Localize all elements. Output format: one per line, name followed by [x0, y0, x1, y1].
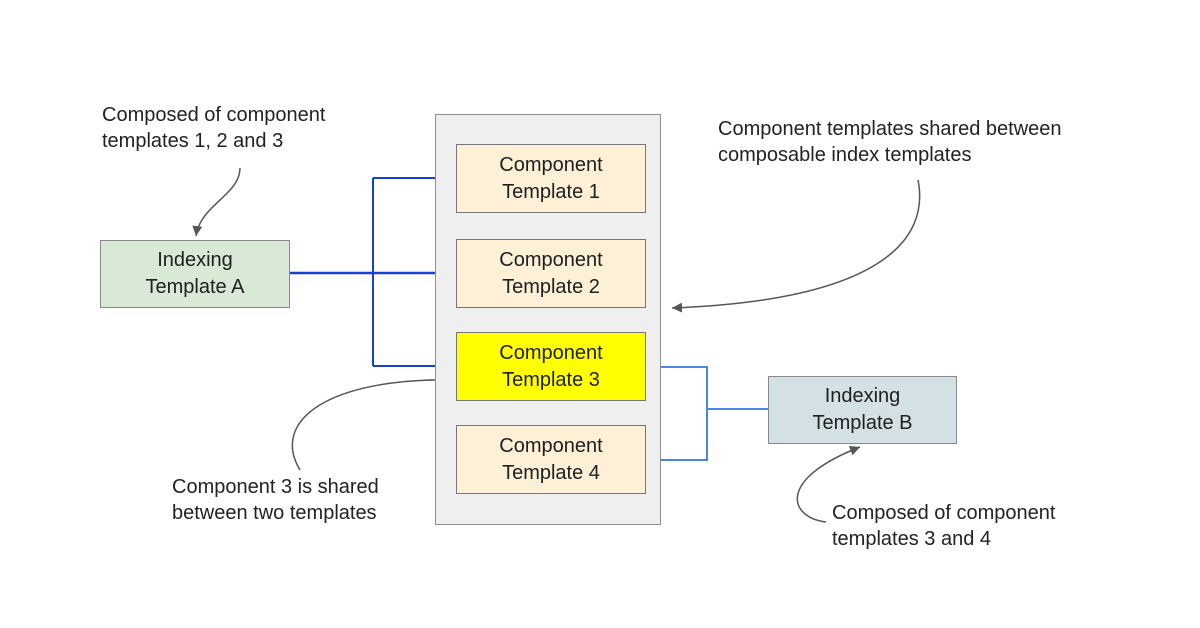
note-component-3-line2: between two templates	[172, 502, 377, 524]
note-shared-components-line1: Component templates shared between	[718, 118, 1062, 140]
annotation-arrow-component-3	[291, 374, 453, 471]
component-template-1[interactable]: Component Template 1	[456, 144, 646, 213]
bracket-components-3-4	[646, 366, 708, 461]
note-template-b: Composed of component templates 3 and 4	[832, 500, 1055, 552]
note-component-3-line1: Component 3 is shared	[172, 476, 379, 498]
component-template-1-line1: Component	[499, 153, 603, 176]
template-a-connectors	[290, 174, 448, 370]
indexing-template-b-line2: Template B	[812, 412, 913, 434]
note-template-a: Composed of component templates 1, 2 and…	[102, 102, 325, 154]
component-template-2-line1: Component	[499, 248, 603, 271]
indexing-template-a-line2: Template A	[145, 276, 245, 298]
indexing-template-a[interactable]: Indexing Template A	[100, 240, 290, 308]
indexing-template-b-line1: Indexing	[824, 385, 901, 407]
note-template-b-line2: templates 3 and 4	[832, 528, 991, 550]
component-template-3-line1: Component	[499, 341, 603, 364]
note-template-a-line1: Composed of component	[102, 104, 326, 126]
component-template-3-line2: Template 3	[502, 368, 600, 391]
component-template-2[interactable]: Component Template 2	[456, 239, 646, 308]
component-template-3[interactable]: Component Template 3	[456, 332, 646, 401]
indexing-template-a-line1: Indexing	[157, 249, 233, 271]
note-template-b-line1: Composed of component	[832, 502, 1056, 524]
component-template-4-line1: Component	[499, 434, 603, 457]
annotation-arrow-template-a	[192, 167, 241, 237]
note-shared-components: Component templates shared between compo…	[718, 116, 1062, 168]
component-template-4[interactable]: Component Template 4	[456, 425, 646, 494]
component-template-4-line2: Template 4	[502, 461, 600, 484]
indexing-template-b[interactable]: Indexing Template B	[768, 376, 957, 444]
template-b-connectors	[646, 366, 768, 461]
component-template-1-line2: Template 1	[502, 180, 600, 203]
note-shared-components-line2: composable index templates	[718, 144, 972, 166]
note-template-a-line2: templates 1, 2 and 3	[102, 130, 284, 152]
note-component-3: Component 3 is shared between two templa…	[172, 474, 379, 526]
annotation-arrow-shared	[671, 179, 921, 313]
annotation-arrow-template-b	[796, 445, 861, 523]
component-template-2-line2: Template 2	[502, 275, 600, 298]
